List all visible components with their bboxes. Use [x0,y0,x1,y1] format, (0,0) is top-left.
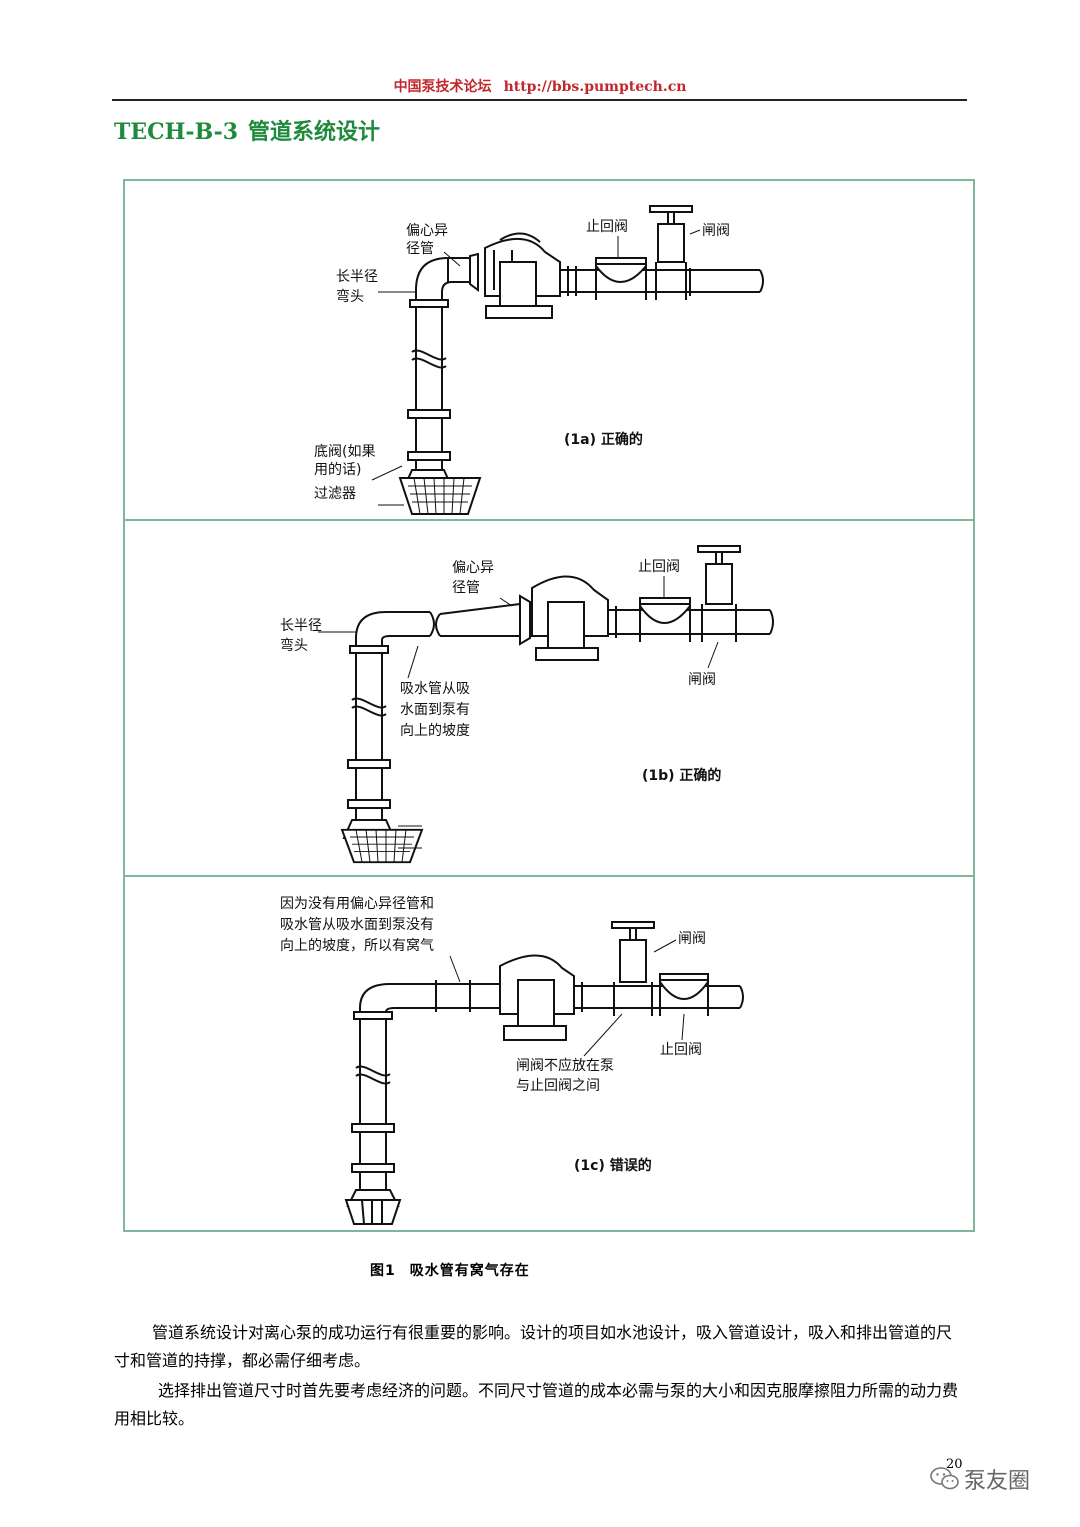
panel-divider-1 [123,519,975,521]
label-1a-reducer-1: 偏心异 [406,223,448,239]
body-paragraph-2: 选择排出管道尺寸时首先要考虑经济的问题。不同尺寸管道的成本必需与泵的大小和因克服… [114,1381,959,1428]
panel-1c-labels: 因为没有用偏心异径管和 吸水管从吸水面到泵没有 向上的坡度，所以有窝气 闸阀 止… [280,896,706,1174]
header-url[interactable]: http://bbs.pumptech.cn [503,79,687,95]
label-1a-gate-valve: 闸阀 [702,223,730,239]
label-1a-reducer-2: 径管 [406,241,434,257]
label-1b-elbow-2: 弯头 [280,637,308,654]
panel-1a [399,205,764,515]
label-1c-gate-valve: 闸阀 [678,931,706,947]
label-1c-note-1: 因为没有用偏心异径管和 [280,896,434,912]
label-1c-wrong-2: 与止回阀之间 [516,1078,600,1094]
panel-1c [344,921,744,1225]
label-1a-foot-valve-2: 用的话) [314,462,361,478]
header-site-name: 中国泵技术论坛 [393,79,492,95]
label-1b-check-valve: 止回阀 [638,559,680,575]
panel-1a-leaders [371,229,701,506]
label-1b-elbow-1: 长半径 [280,618,322,634]
caption-1a: (1a) 正确的 [564,431,643,448]
panel-1b [341,545,774,864]
figure-caption: 图1 吸水管有窝气存在 [370,1260,530,1280]
watermark-text: 泵友圈 [964,1469,1031,1494]
panel-1c-leaders [449,939,685,1057]
section-title-text: 管道系统设计 [248,119,381,145]
label-1b-slope-3: 向上的坡度 [400,723,470,739]
section-code: TECH-B-3 [114,119,239,145]
label-1a-foot-valve-1: 底阀(如果 [314,444,375,460]
label-1c-check-valve: 止回阀 [660,1042,702,1058]
label-1a-check-valve: 止回阀 [586,219,628,235]
header-rule [112,99,967,101]
label-1b-slope-1: 吸水管从吸 [400,681,470,697]
label-1a-elbow-1: 长半径 [336,269,378,285]
wechat-icon [930,1467,959,1490]
panel-1b-leaders [318,576,719,849]
label-1b-reducer-2: 径管 [452,580,480,596]
figure-caption-text: 吸水管有窝气存在 [409,1263,530,1279]
page-number: 20 [946,1457,963,1472]
panel-1b-labels: 偏心异 径管 止回阀 长半径 弯头 吸水管从吸 水面到泵有 向上的坡度 闸阀 (… [280,559,721,784]
label-1b-gate-valve: 闸阀 [688,672,716,688]
label-1b-reducer-1: 偏心异 [452,560,494,576]
label-1a-elbow-2: 弯头 [336,288,364,305]
watermark: 泵友圈 [930,1462,1030,1496]
caption-1c: (1c) 错误的 [574,1157,652,1174]
label-1c-note-2: 吸水管从吸水面到泵没有 [280,917,434,933]
panel-1a-labels: 偏心异 径管 止回阀 闸阀 长半径 弯头 底阀(如果 用的话) 过滤器 (1a)… [314,219,730,502]
figure-caption-number: 图1 [370,1263,396,1279]
label-1a-strainer: 过滤器 [314,486,356,502]
figure-frame [123,179,975,1232]
section-title: TECH-B-3 管道系统设计 [114,114,380,146]
label-1b-slope-2: 水面到泵有 [400,702,470,718]
label-1c-note-3: 向上的坡度，所以有窝气 [280,937,434,954]
caption-1b: (1b) 正确的 [642,767,721,784]
panel-divider-2 [123,875,975,877]
body-paragraph-1: 管道系统设计对离心泵的成功运行有很重要的影响。设计的项目如水池设计，吸入管道设计… [114,1323,953,1370]
label-1c-wrong-1: 闸阀不应放在泵 [516,1057,614,1074]
page-header: 中国泵技术论坛 http://bbs.pumptech.cn [0,76,1080,96]
